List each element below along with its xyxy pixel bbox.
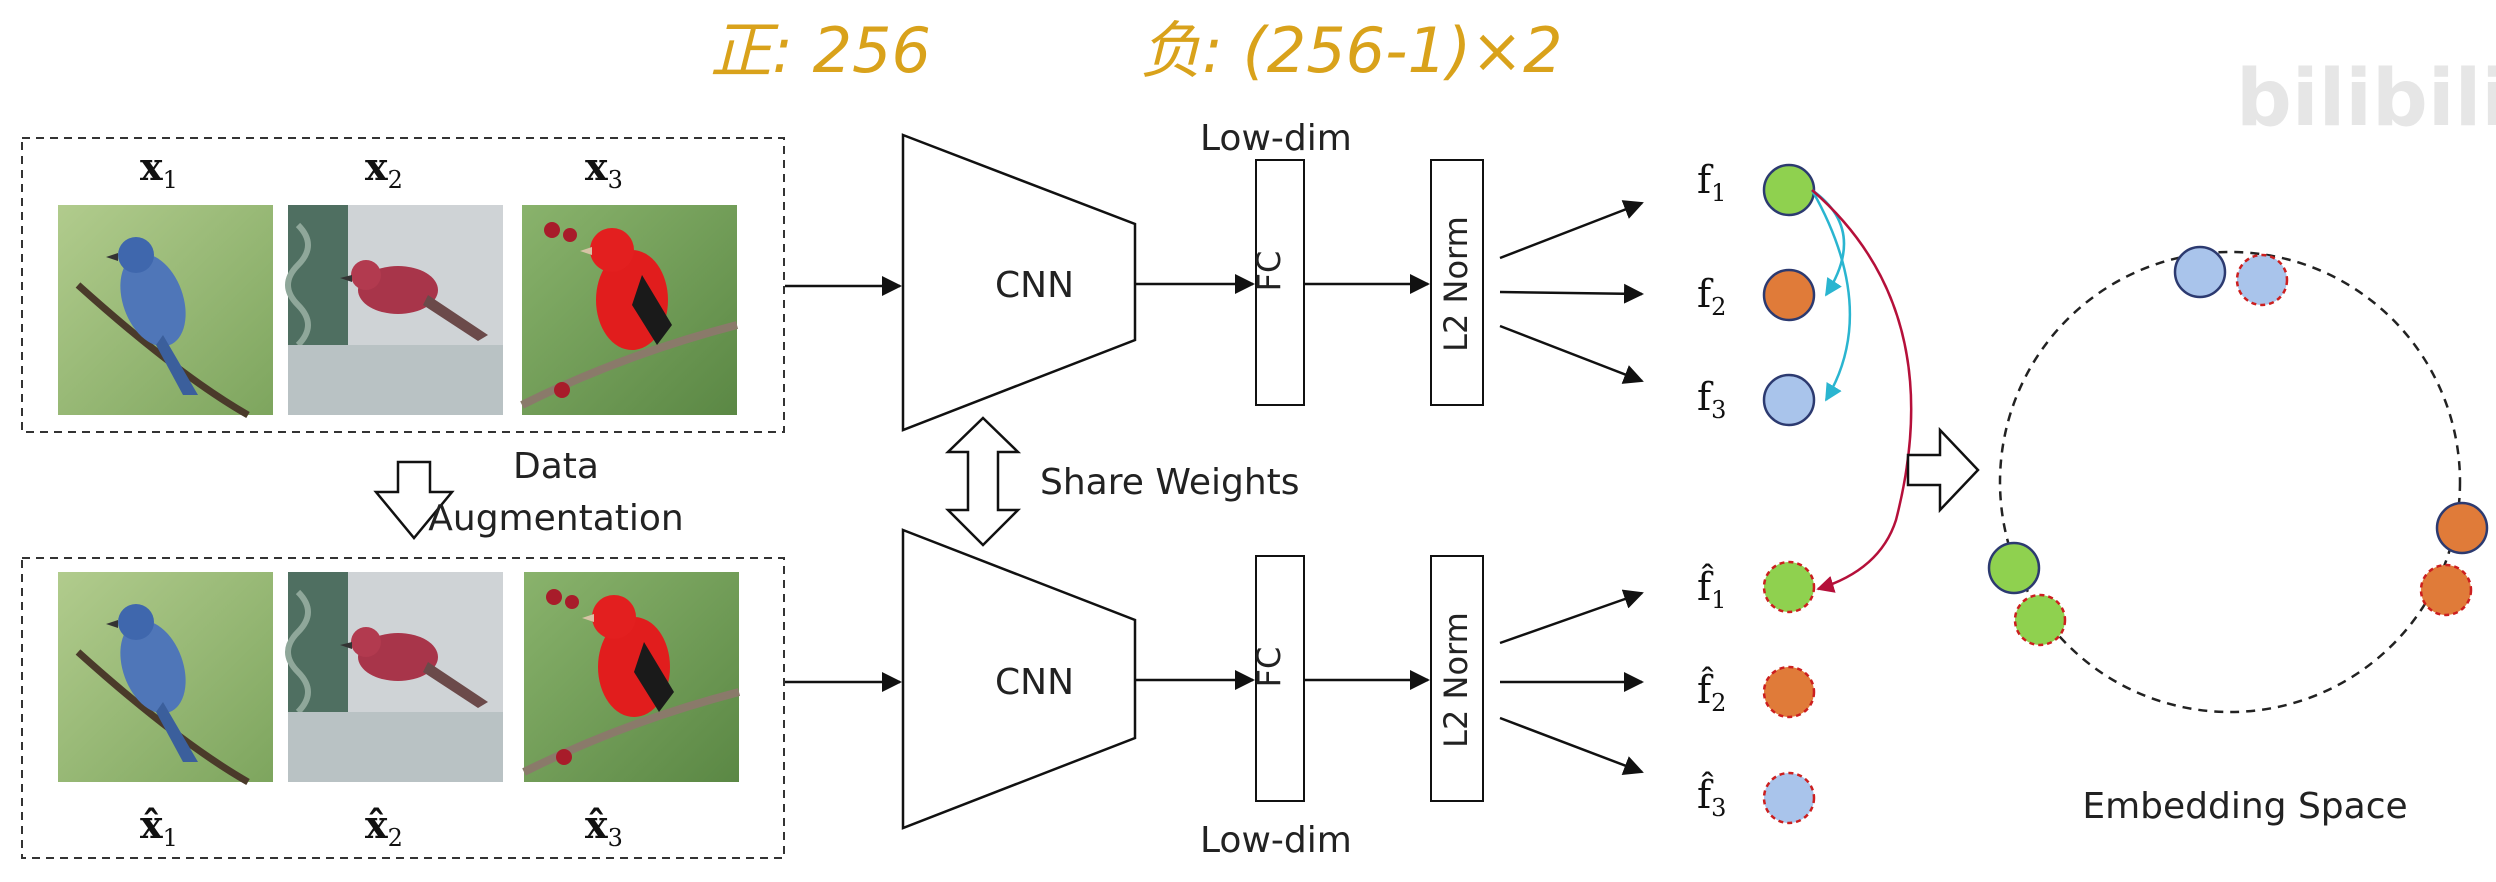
feature-dot-f3hat [1762,771,1816,825]
arrow-to-f2 [1499,283,1644,304]
share-weights-arrow [944,416,1022,547]
embed-dot-f2 [2435,501,2489,555]
feature-dot-f1hat [1762,560,1816,614]
arrow-to-f3hat [1499,716,1644,775]
embed-dot-f1hat [2013,593,2067,647]
positive-arrow-f1-f1hat [1811,189,1913,593]
input-label-x1: x1 [140,144,178,194]
cnn-top-label: CNN [995,265,1074,306]
input-box-bottom [21,557,785,859]
input-label-x2hat: x̂2 [365,802,403,852]
feature-dot-f3 [1762,373,1816,427]
arrow-to-f3 [1499,324,1644,384]
data-augmentation-arrow [373,460,455,540]
feature-label-f3: f3 [1697,375,1726,424]
share-weights-label: Share Weights [1040,462,1300,503]
input-label-x2: x2 [365,144,403,194]
input-label-x1hat: x̂1 [140,802,178,852]
negative-arrow-f1-f3 [1810,189,1852,402]
feature-dot-f2 [1762,268,1816,322]
feature-dot-f1 [1762,163,1816,217]
watermark: bilibili [2236,54,2496,144]
bird-image-x3 [522,205,737,415]
low-dim-top-label: Low-dim [1200,118,1352,159]
bird-image-x3hat [524,572,739,782]
fc-bottom-label: FC [1250,647,1288,688]
embed-dot-f3hat [2235,253,2289,307]
bird-image-x1 [58,205,273,415]
fc-bottom [1255,555,1305,802]
embed-dot-f2hat [2419,563,2473,617]
to-embedding-arrow [1906,426,1980,514]
feature-dot-f2hat [1762,665,1816,719]
input-label-x3hat: x̂3 [585,802,623,852]
feature-label-f2hat: f̂2 [1697,667,1726,717]
fc-top-label: FC [1250,251,1288,292]
feature-label-f1: f1 [1697,158,1726,207]
bird-image-x2hat [288,572,503,782]
data-aug-label-line2: Augmentation [428,498,683,539]
arrow-to-f1hat [1499,589,1644,645]
input-label-x3: x3 [585,144,623,194]
fc-top [1255,159,1305,406]
data-aug-label-line1: Data [513,446,599,487]
cnn-top [901,133,1137,432]
input-box-top [21,137,785,433]
feature-label-f2: f2 [1697,272,1726,321]
embedding-space-label: Embedding Space [2082,786,2407,827]
embed-dot-f1 [1987,541,2041,595]
l2norm-bottom-label: L2 Norm [1437,612,1475,748]
annotation-positive: 正: 256 [710,14,931,87]
feature-label-f1hat: f̂1 [1697,564,1726,614]
cnn-bottom-label: CNN [995,662,1074,703]
embedding-hypersphere [1998,250,2462,714]
bird-image-x1hat [58,572,273,782]
embed-dot-f3 [2173,245,2227,299]
bird-image-x2 [288,205,503,415]
annotation-negative: 负: (256-1)×2 [1140,14,1563,87]
l2norm-top [1430,159,1484,406]
low-dim-bottom-label: Low-dim [1200,820,1352,861]
l2norm-bottom [1430,555,1484,802]
cnn-bottom [901,528,1137,830]
l2norm-top-label: L2 Norm [1437,216,1475,352]
feature-label-f3hat: f̂3 [1697,772,1726,822]
arrow-to-f1 [1499,200,1644,260]
